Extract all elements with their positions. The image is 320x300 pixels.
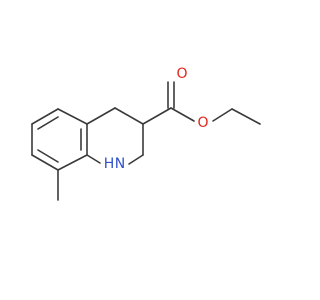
ester-bond	[142, 107, 172, 125]
nitrogen-atom-label: N	[115, 156, 125, 172]
ring-bond	[86, 107, 116, 125]
ester-bond	[170, 107, 195, 122]
aromatic-double-bond	[37, 116, 59, 130]
aromatic-bond	[31, 154, 59, 171]
ethoxy-bond	[212, 108, 233, 122]
aromatic-bond	[31, 108, 59, 125]
aromatic-bond	[57, 154, 88, 171]
atom-label-layer: N H O O	[104, 66, 209, 172]
ethoxy-bond	[231, 108, 261, 125]
ring-bond	[128, 154, 144, 165]
ring-bond	[114, 107, 144, 125]
amine-hydrogen-label: H	[104, 156, 115, 172]
chemical-structure-canvas: N H O O	[31, 66, 261, 201]
aromatic-double-bond	[37, 149, 59, 163]
ester-oxygen-label: O	[197, 115, 208, 131]
carbonyl-oxygen-label: O	[176, 66, 187, 82]
ring-bond	[86, 154, 101, 164]
molecule-drawing: N H O O	[31, 66, 261, 201]
aromatic-bond	[57, 108, 88, 125]
bond-layer	[31, 81, 261, 201]
